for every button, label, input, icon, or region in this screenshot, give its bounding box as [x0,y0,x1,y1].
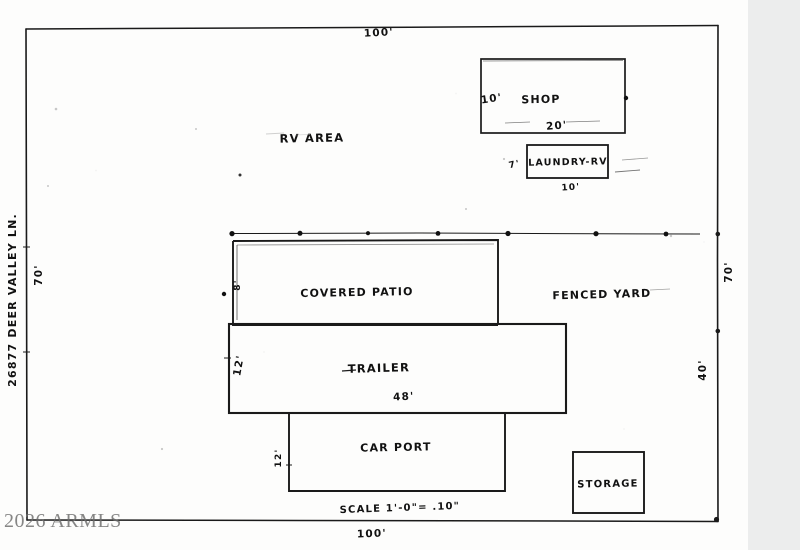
structure-label-laundry-rv: LAUNDRY-RV [528,156,608,168]
structure-label-trailer: TRAILER [348,360,411,376]
structure-label-shop: SHOP [521,93,561,107]
scan-artifacts [47,107,673,451]
structure-storage [572,451,645,514]
dim-laundry-height: 7' [508,159,521,171]
scale-note: SCALE 1'-0"= .10" [340,501,461,516]
dim-lot-left: 70' [33,264,45,285]
lot-boundary [25,24,719,523]
boundary-tick-marks [713,231,721,523]
dim-car-port-height: 12' [274,449,284,468]
dim-laundry-width: 10' [561,182,581,193]
area-label-rv-area: RV AREA [279,130,344,145]
dim-lot-top: 100' [364,26,395,40]
scan-right-margin [748,0,800,550]
dim-shop-width: 20' [546,119,568,133]
structure-car-port [288,412,506,492]
structure-shop [480,58,629,134]
structure-label-covered-patio: COVERED PATIO [300,285,414,300]
structure-trailer [227,322,568,415]
dim-lot-bottom: 100' [357,527,387,540]
dim-lot-right-upper: 70' [723,261,735,282]
street-label: 26877 DEER VALLEY LN. [6,213,19,387]
structure-covered-patio [232,239,499,326]
dim-covered-patio-height: 8' [233,279,243,290]
dim-trailer-width: 48' [393,390,415,403]
structure-laundry-rv [526,144,609,179]
fence-line [221,173,701,297]
structure-label-car-port: CAR PORT [360,440,432,454]
structure-label-storage: STORAGE [577,478,639,490]
dimension-leaders [23,120,671,466]
area-label-fenced-yard: FENCED YARD [552,287,651,303]
dim-shop-height: 10' [480,92,503,107]
dim-trailer-height: 12' [231,354,247,377]
dim-lot-right-lower: 40' [697,359,709,380]
watermark: 2026 ARMLS [4,510,122,532]
